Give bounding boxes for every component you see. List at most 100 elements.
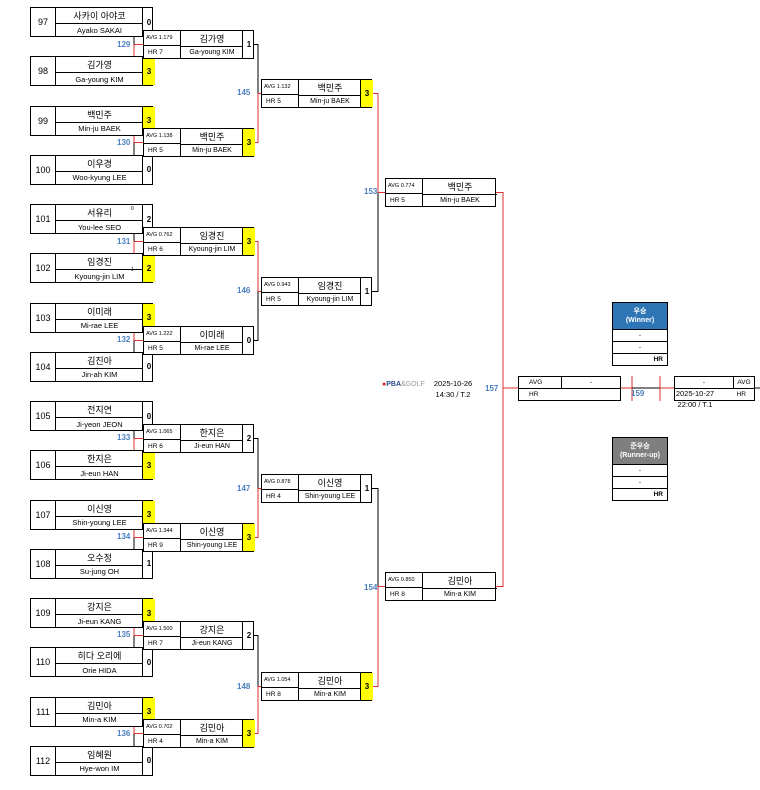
player-name-ko: 강지은 (55, 599, 143, 615)
player-hr: HR 5 (148, 345, 163, 352)
player-name-ko: 김민아 (180, 720, 243, 736)
player-name-ko: 사카이 아야코 (55, 8, 143, 24)
semifinal-time: 14:30 / T.2 (435, 390, 471, 399)
player-name-ko: 이우경 (55, 155, 143, 172)
player-name-ko: 오수정 (55, 549, 143, 566)
player-name-ko: 김민아 (422, 573, 497, 589)
player-score: 3 (142, 500, 155, 529)
player-score: 3 (242, 228, 255, 255)
player-name-en: Ji-eun HAN (55, 466, 143, 480)
player-name-ko: 백민주 (422, 179, 497, 195)
player-name-ko: 임경진 (298, 278, 361, 294)
final-time: 22:00 / T.1 (677, 400, 713, 409)
match-number: 153 (364, 187, 378, 196)
match-number: 154 (364, 583, 378, 592)
player-avg: AVG 0.702 (144, 720, 180, 735)
player-avg: AVG 1.065 (144, 425, 180, 440)
player-score: 1 (142, 549, 155, 578)
player-hr: HR 9 (148, 542, 163, 549)
runnerup-header: 준우승 (Runner-up) (613, 438, 667, 464)
winner-box: 우승 (Winner) - - HR (612, 302, 668, 366)
semifinal-date: 2025-10-26 (433, 379, 473, 388)
player-hr: HR 4 (266, 493, 281, 500)
player-hr: HR 7 (148, 640, 163, 647)
player-name-ko: 임혜원 (55, 746, 143, 763)
player-hr: HR 5 (148, 147, 163, 154)
player-avg: AVG 0.943 (262, 278, 298, 293)
player-name-en: Ga-young KIM (180, 46, 243, 59)
player-name-en: Ji-yeon JEON (55, 417, 143, 431)
winner-header: 우승 (Winner) (613, 303, 667, 329)
player-score: 2 (142, 205, 155, 233)
player-hr: HR 5 (266, 296, 281, 303)
tiebreak-bottom: 1 (131, 267, 134, 273)
seed-number: 112 (35, 755, 51, 766)
player-name-ko: 이신영 (180, 524, 243, 540)
player-name-en: Min-ju BAEK (298, 95, 361, 108)
player-score: 0 (242, 327, 255, 354)
player-name-ko: 전지연 (55, 402, 143, 418)
player-name-ko: 이미래 (55, 303, 143, 320)
player-name-en: Kyoung-jin LIM (55, 269, 143, 283)
player-score: 1 (242, 31, 255, 58)
player-name-ko: 임경진 (55, 254, 143, 270)
player-name-en: Min-a KIM (180, 735, 243, 748)
player-name-en: Min-ju BAEK (422, 194, 497, 207)
pba-logo: ●PBA&GOLF (382, 381, 425, 388)
player-avg: AVG 1.138 (144, 129, 180, 144)
player-score: 3 (242, 524, 255, 551)
player-name-en: Ga-young KIM (55, 72, 143, 86)
player-name-en: Su-jung OH (55, 564, 143, 579)
player-name-en: Jin-ah KIM (55, 367, 143, 382)
match-number: 136 (117, 729, 131, 738)
seed-number: 105 (35, 411, 51, 421)
player-score: 3 (142, 57, 155, 85)
player-name-ko: 김가영 (180, 31, 243, 47)
match-number: 159 (631, 389, 645, 398)
player-name-en: Min-ju BAEK (180, 144, 243, 157)
seed-number: 103 (35, 312, 51, 323)
player-avg: AVG 1.344 (144, 524, 180, 539)
player-avg: AVG 0.850 (386, 573, 422, 588)
player-score: 3 (142, 599, 155, 627)
match-number: 157 (485, 384, 499, 393)
final-left-hr: HR (518, 388, 621, 401)
player-score: 1 (360, 278, 373, 305)
player-score: 3 (142, 303, 155, 332)
player-score: 3 (242, 129, 255, 156)
player-hr: HR 8 (390, 591, 405, 598)
seed-number: 104 (35, 361, 51, 372)
semifinal-info: 2025-10-26 14:30 / T.2 (428, 378, 478, 400)
seed-number: 108 (35, 558, 51, 569)
seed-number: 111 (36, 706, 50, 717)
player-name-en: You-lee SEO (55, 220, 143, 234)
player-score: 0 (142, 746, 155, 775)
player-name-en: Ji-eun KANG (180, 637, 243, 650)
player-hr: HR 5 (266, 98, 281, 105)
winner-row-2: - (613, 341, 667, 353)
player-name-ko: 백민주 (298, 80, 361, 96)
seed-number: 97 (37, 17, 48, 27)
player-hr: HR 6 (148, 246, 163, 253)
player-avg: AVG 0.774 (386, 179, 422, 194)
